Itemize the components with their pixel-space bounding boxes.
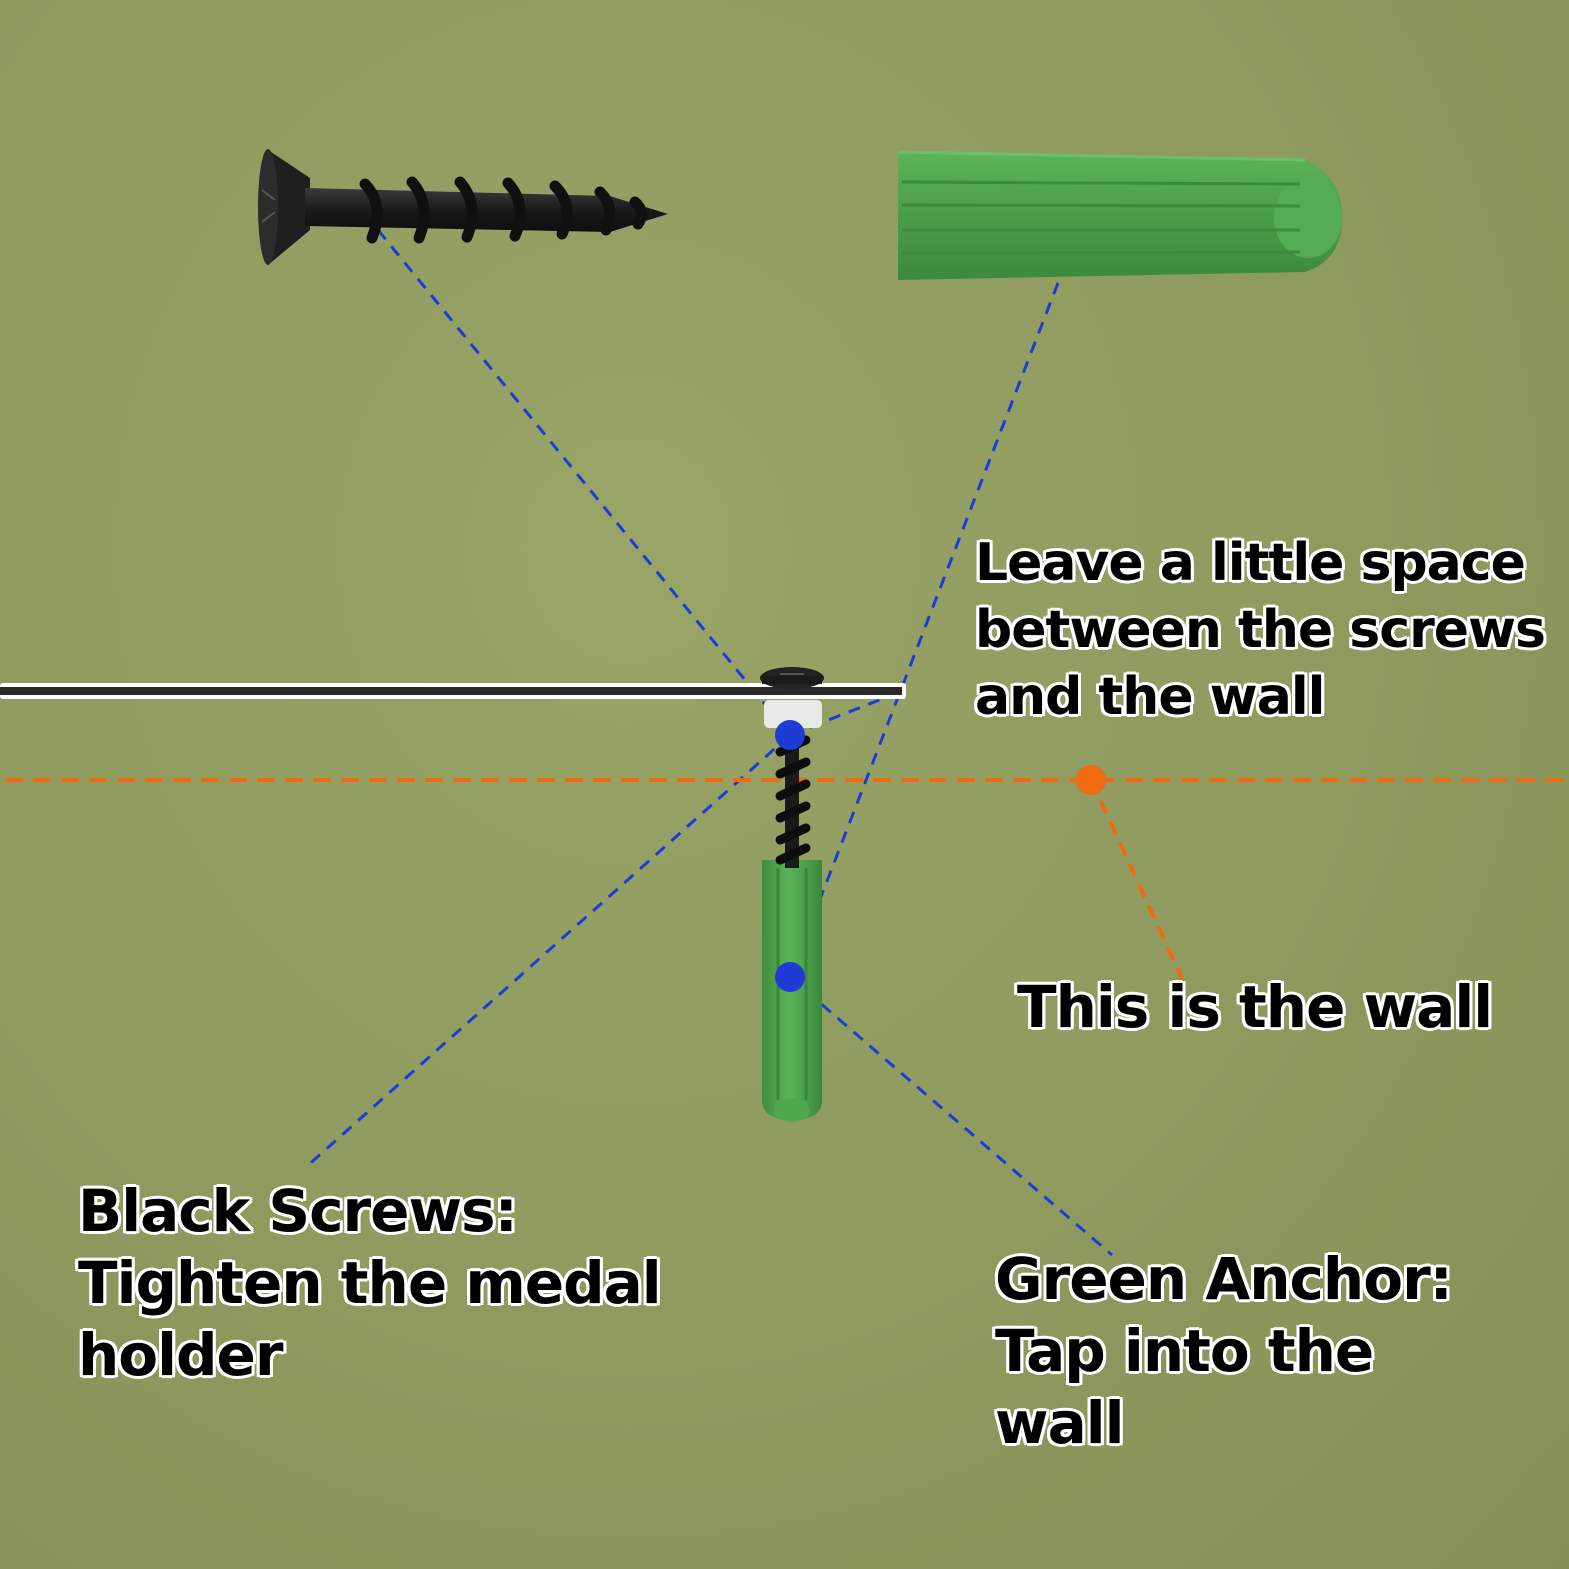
screw-washer: [764, 700, 822, 728]
label-green-anchor-line-1: Green Anchor:: [995, 1245, 1453, 1313]
leader-anchor-to-body: [788, 282, 1060, 978]
leader-anchor-label: [789, 975, 1113, 1257]
anchor-body-dot: [775, 962, 805, 992]
label-green-anchor: Green Anchor: Tap into the wall: [995, 1243, 1453, 1459]
black-screw-illustration: [258, 149, 668, 265]
wall-marker-dot: [1076, 765, 1106, 795]
label-green-anchor-line-2: Tap into the: [995, 1317, 1374, 1385]
leader-lines: [304, 229, 1113, 1257]
leader-screws-label: [304, 733, 791, 1170]
label-black-screws: Black Screws: Tighten the medal holder: [78, 1175, 662, 1391]
label-green-anchor-line-3: wall: [995, 1389, 1124, 1457]
medal-holder-bar: [0, 683, 906, 699]
label-this-is-the-wall: This is the wall: [1017, 972, 1493, 1042]
screw-head-dot: [775, 720, 805, 750]
leader-screw-to-head: [376, 229, 792, 736]
label-leave-space-line-2: between the screws: [975, 600, 1546, 660]
label-leave-space-line-3: and the wall: [975, 667, 1325, 727]
label-wall-line-1: This is the wall: [1017, 973, 1493, 1041]
label-leave-space-line-1: Leave a little space: [975, 533, 1526, 593]
label-black-screws-line-3: holder: [78, 1321, 283, 1389]
label-leave-space: Leave a little space between the screws …: [975, 530, 1546, 731]
wall-line: [5, 765, 1565, 986]
label-black-screws-line-2: Tighten the medal: [78, 1249, 662, 1317]
label-black-screws-line-1: Black Screws:: [78, 1177, 518, 1245]
green-anchor-illustration: [897, 150, 1342, 280]
